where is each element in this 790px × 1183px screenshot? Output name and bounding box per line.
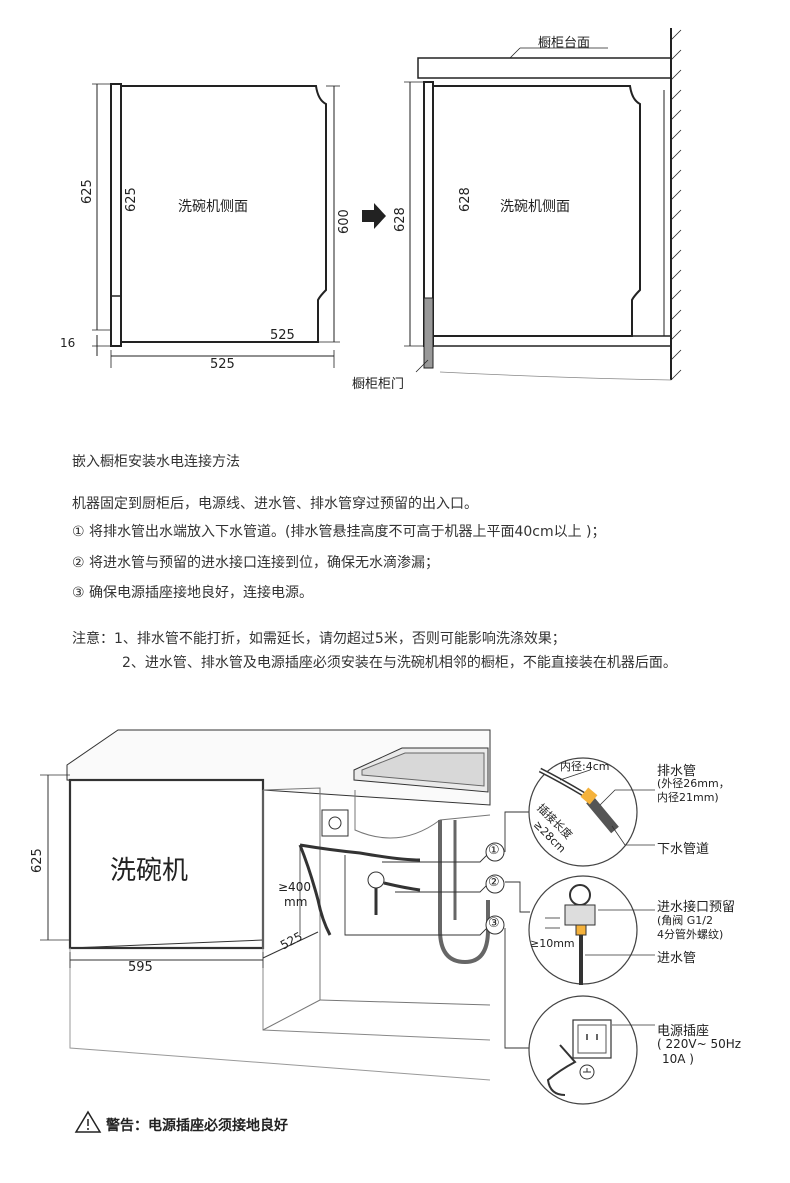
cabinet-door-label: 橱柜柜门 — [352, 377, 405, 392]
instruction-step-1: ① 将排水管出水端放入下水管道。(排水管悬挂高度不可高于机器上平面40cm以上 … — [72, 524, 606, 540]
detail-drain-circle — [528, 757, 638, 867]
left-side-label: 洗碗机侧面 — [178, 199, 248, 215]
inlet-port-spec-1: (角阀 G1/2 — [657, 914, 714, 927]
inlet-gap-label: ≥10mm — [530, 937, 575, 950]
gap-label: 16 — [60, 336, 76, 350]
left-inner-depth-label: 525 — [270, 328, 295, 343]
countertop-label: 橱柜台面 — [538, 36, 591, 51]
right-side-label: 洗碗机侧面 — [500, 199, 570, 215]
left-door-panel — [110, 83, 122, 347]
bottom-height-label: 625 — [30, 848, 45, 873]
detail-inlet-circle — [528, 875, 638, 985]
left-side-view — [92, 83, 340, 368]
callout-num-2: ② — [488, 875, 500, 890]
instructions-heading: 嵌入橱柜安装水电连接方法 — [72, 454, 240, 470]
left-bottom-depth-label: 525 — [210, 357, 235, 372]
power-spec-1: ( 220V~ 50Hz — [657, 1037, 742, 1051]
siphon-pipe — [438, 820, 490, 965]
drain-pipe-outer: (外径26mm， — [657, 777, 730, 790]
inlet-valve-small — [367, 871, 385, 889]
bottom-dishwasher — [68, 778, 265, 950]
right-arrow-icon — [362, 203, 386, 229]
machine-label: 洗碗机 — [110, 856, 189, 886]
left-inner-height-label: 625 — [124, 187, 139, 212]
warning-icon — [74, 1110, 102, 1133]
floor-plinth — [431, 335, 672, 347]
right-body-outline — [433, 85, 641, 337]
right-inner-height-label: 628 — [458, 187, 473, 212]
callout-num-3: ③ — [488, 916, 500, 931]
power-spec-2: 10A ) — [662, 1052, 694, 1066]
hang-height-unit: mm — [284, 895, 308, 909]
warning-text: 警告：电源插座必须接地良好 — [106, 1118, 288, 1134]
callout-circle-2 — [485, 874, 505, 894]
inlet-port-spec-2: 4分管外螺纹) — [657, 928, 724, 941]
wall-outlet-small — [321, 809, 349, 837]
inlet-port-label: 进水接口预留 — [657, 900, 736, 915]
left-back-height-label: 600 — [337, 209, 352, 234]
drain-hose — [299, 843, 421, 862]
left-outer-height-label: 625 — [80, 179, 95, 204]
right-outer-height-label: 628 — [393, 207, 408, 232]
note-2: 2、进水管、排水管及电源插座必须安装在与洗碗机相邻的橱柜，不能直接装在机器后面。 — [122, 655, 677, 671]
inlet-hose-label: 进水管 — [657, 951, 697, 966]
hang-height-value: ≥400 — [278, 880, 311, 894]
plug-cable — [546, 1044, 577, 1096]
instructions-intro: 机器固定到厨柜后，电源线、进水管、排水管穿过预留的出入口。 — [72, 496, 478, 512]
instruction-step-2: ② 将进水管与预留的进水接口连接到位，确保无水滴渗漏； — [72, 555, 439, 571]
power-socket-label: 电源插座 — [657, 1024, 710, 1039]
right-side-view — [404, 28, 682, 381]
drain-inner-dia-label: 内径:4cm — [560, 760, 610, 773]
sewer-label: 下水管道 — [657, 842, 710, 857]
drain-pipe-inner: 内径21mm) — [657, 791, 719, 804]
left-body-outline — [121, 85, 327, 343]
dim-line-525-depth — [262, 931, 319, 959]
drain-pipe-label: 排水管 — [657, 764, 697, 779]
cabinet-door — [423, 297, 434, 369]
instruction-step-3: ③ 确保电源插座接地良好，连接电源。 — [72, 585, 313, 601]
callout-num-1: ① — [488, 843, 500, 858]
callout-circle-1 — [485, 842, 505, 862]
bottom-installation-view — [40, 729, 530, 1081]
bottom-width-label: 595 — [128, 960, 153, 975]
countertop — [417, 57, 672, 79]
note-1: 注意：1、排水管不能打折，如需延长，请勿超过5米，否则可能影响洗涤效果； — [72, 631, 566, 647]
detail-power-circle — [528, 995, 638, 1105]
callout-circle-3 — [485, 915, 505, 935]
